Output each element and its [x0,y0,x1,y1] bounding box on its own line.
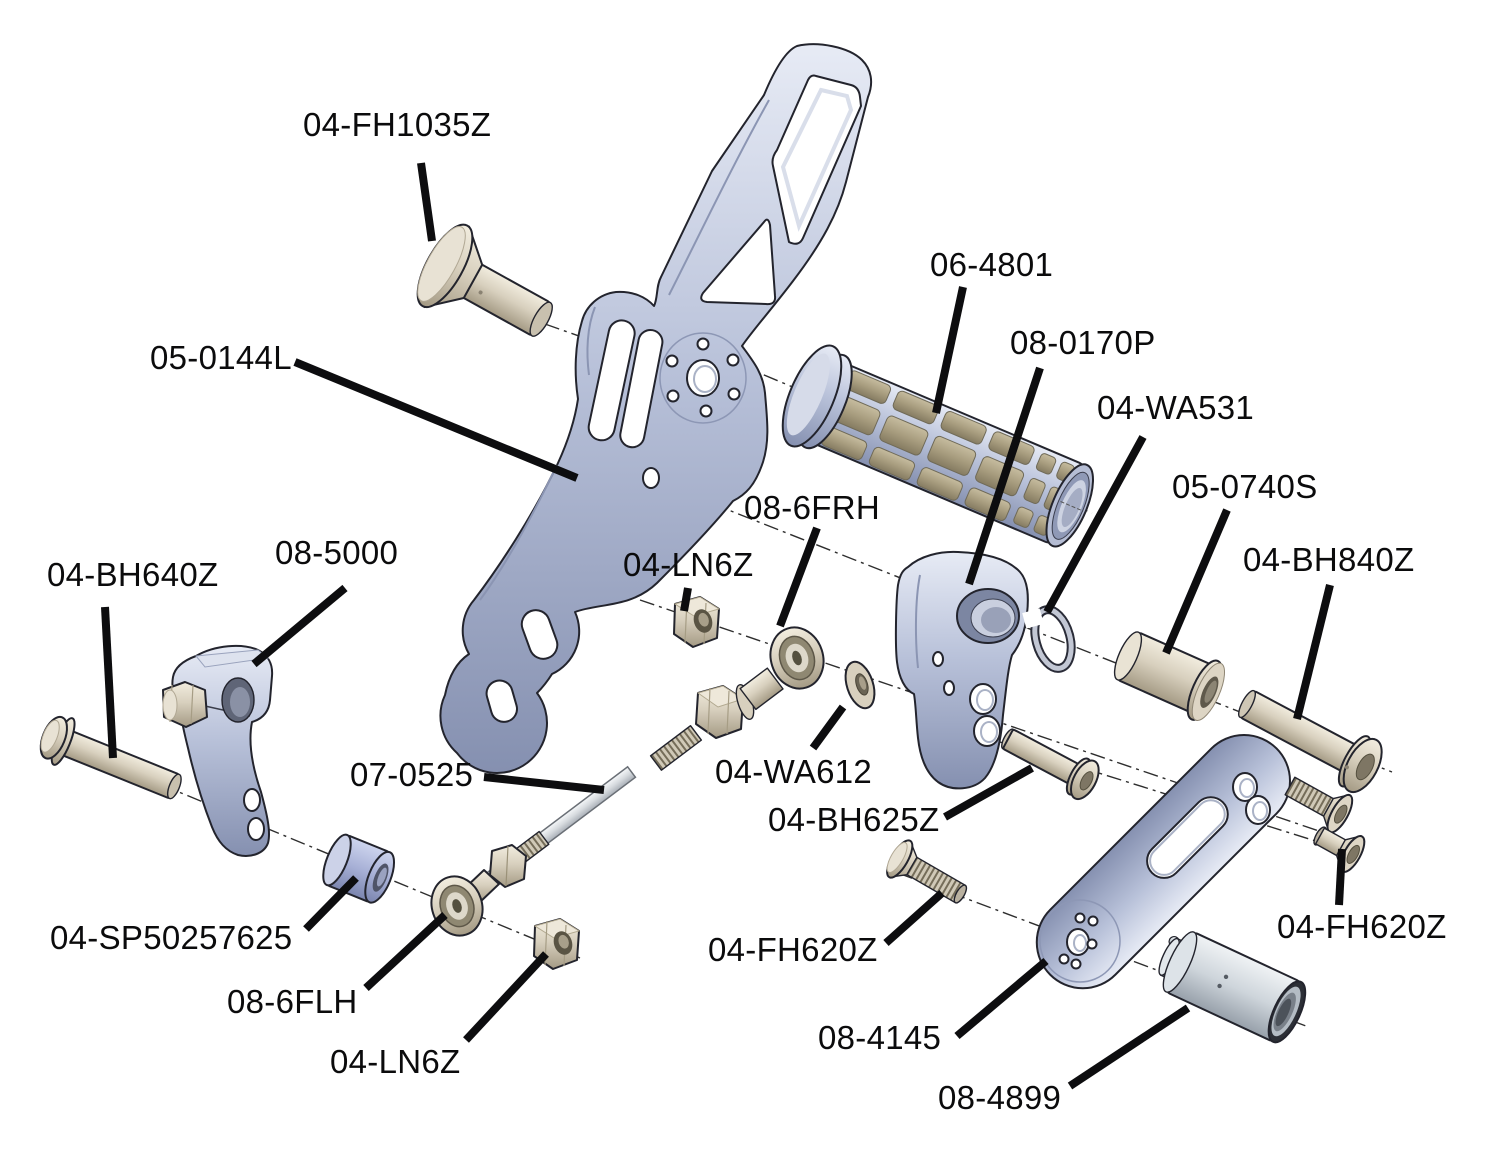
spacer-05-0740s [1113,631,1226,721]
plate-adjust-slots [587,319,664,449]
callout-04-bh640z: 04-BH640Z [47,556,219,593]
buttonhead-bolt-04-bh640z [39,715,182,800]
spacer-04-sp50257625 [322,833,396,904]
locknut-04-ln6z-upper [673,596,721,648]
pedal-sleeve-08-4899 [1158,931,1307,1044]
plate-boss-bolt-circle [659,332,747,424]
plate-pivot-hole [642,467,660,489]
peg-end-bore [1045,463,1094,548]
foot-peg-06-4801 [781,344,1094,548]
buttonhead-bolt-04-bh625z [1001,728,1100,801]
callout-07-0525: 07-0525 [350,756,474,793]
flathead-bolt-04-fh620z-right-upper [1284,776,1354,834]
locknut-04-ln6z-lower [533,918,581,970]
callout-04-bh625z: 04-BH625Z [768,801,940,838]
plate-heel-cutout [771,74,862,245]
rod-end-08-6frh [695,626,825,739]
callout-04-ln6z-upper: 04-LN6Z [623,546,754,583]
callout-08-4899: 08-4899 [938,1079,1062,1116]
callout-04-fh620z-right: 04-FH620Z [1277,908,1447,945]
shift-bracket-08-5000 [162,645,274,857]
callout-08-6flh: 08-6FLH [227,983,358,1020]
rod-end-08-6flh [430,844,527,937]
main-plate-05-0144l [439,43,873,774]
callout-04-fh1035z: 04-FH1035Z [303,106,492,143]
bracket-peg-bore [956,588,1020,644]
plate-lobe-slots [485,609,559,723]
callout-05-0740s: 05-0740S [1172,468,1318,505]
callout-08-0170p: 08-0170P [1010,324,1156,361]
callout-04-sp50257625: 04-SP50257625 [50,919,293,956]
shift-arm-08-4145 [1035,734,1291,990]
callout-05-0144l: 05-0144L [150,339,292,376]
callout-04-wa612: 04-WA612 [715,753,873,790]
callout-04-ln6z-lower: 04-LN6Z [330,1043,461,1080]
callout-06-4801: 06-4801 [930,246,1054,283]
pedal-bracket-08-0170p [894,550,1029,790]
callout-08-6frh: 08-6FRH [744,489,880,526]
flathead-bolt-04-fh620z-left [886,839,968,904]
callout-04-fh620z-left: 04-FH620Z [708,931,878,968]
peg-knurl-pads [820,370,1075,536]
callout-08-4145: 08-4145 [818,1019,942,1056]
callout-leaders [101,162,1346,1090]
flathead-bolt-04-fh1035z [416,223,553,337]
callout-08-5000: 08-5000 [275,534,399,571]
callout-04-bh840z: 04-BH840Z [1243,541,1415,578]
buttonhead-bolt-04-bh840z [1237,689,1383,794]
pinch-bolt-head [162,681,208,728]
plate-triangle-cutout [700,218,777,306]
washer-04-wa612 [844,660,876,710]
callout-04-wa531: 04-WA531 [1097,389,1255,426]
peg-collar [781,344,853,450]
